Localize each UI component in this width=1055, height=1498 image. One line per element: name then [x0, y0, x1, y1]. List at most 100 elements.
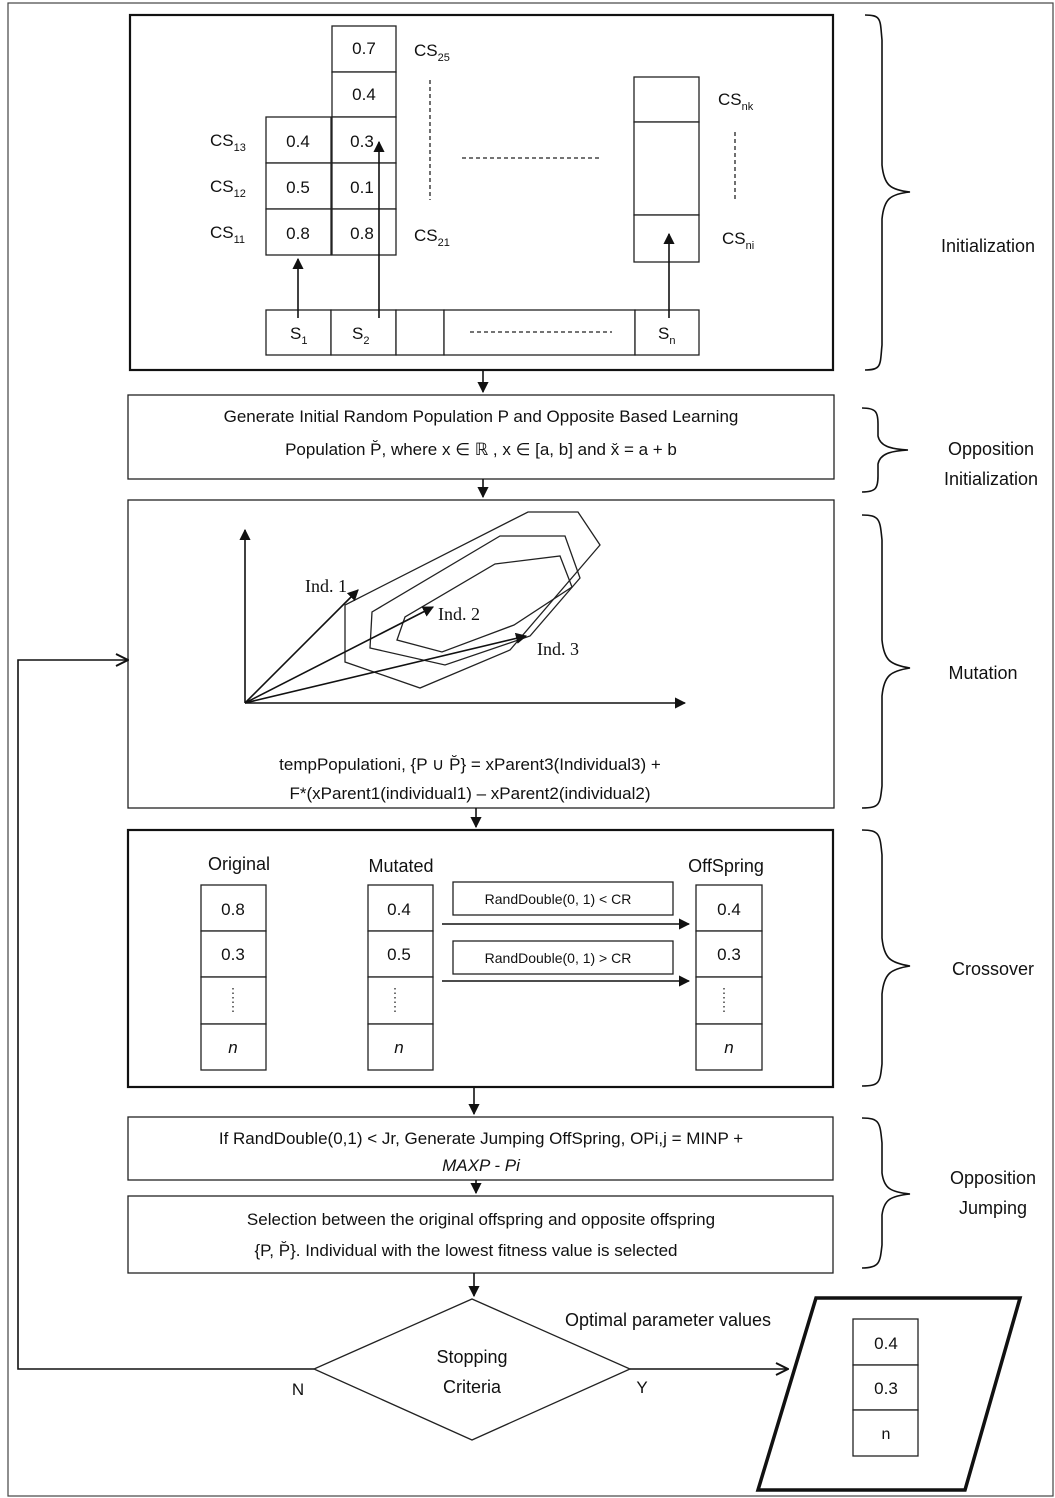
condition-box-lt	[452, 881, 674, 916]
offspring-value: 0.4	[717, 900, 741, 919]
original-value: n	[228, 1038, 237, 1057]
cs25-cell	[331, 25, 397, 73]
original-value: 0.3	[221, 945, 245, 964]
mutation-formula-line2: F*(xParent1(individual1) – xParent2(indi…	[290, 784, 651, 803]
mutated-value: n	[394, 1038, 403, 1057]
csnk-cell	[633, 76, 700, 123]
cs11-cell	[265, 208, 332, 256]
original-value: 0.8	[221, 900, 245, 919]
output-cell	[852, 1364, 919, 1411]
cs12-cell	[265, 162, 332, 210]
s2-cell	[330, 309, 397, 356]
cs23-cell	[331, 116, 397, 164]
cs13-value: 0.4	[286, 132, 310, 151]
selection-text-line2: {P, P̆}. Individual with the lowest fitn…	[254, 1241, 677, 1260]
initialization-label: Initialization	[941, 236, 1035, 256]
cs22-value: 0.1	[350, 178, 374, 197]
output-cell	[852, 1318, 919, 1366]
condition-gt-text: RandDouble(0, 1) > CR	[485, 950, 632, 966]
mutated-cell	[367, 1023, 434, 1071]
initialization-section: 0.4 0.5 0.8 CS13 CS12 CS11 0.7 0.4 0.3 0…	[128, 13, 1035, 372]
offspring-header: OffSpring	[688, 856, 764, 876]
original-header: Original	[208, 854, 270, 874]
jumping-label-line1: Opposition	[950, 1168, 1036, 1188]
cs23-value: 0.3	[350, 132, 374, 151]
cs21-cell	[331, 208, 397, 256]
mutated-header: Mutated	[368, 856, 433, 876]
decision-section: Stopping Criteria N Y	[17, 660, 788, 1441]
offspring-cell	[695, 930, 763, 978]
sn-cell	[634, 309, 700, 356]
ind1-label: Ind. 1	[305, 576, 347, 596]
opposition-init-box	[127, 394, 835, 480]
initialization-brace	[864, 14, 911, 371]
stream-empty-cell	[395, 309, 445, 356]
offspring-cell	[695, 1023, 763, 1071]
original-cell	[200, 1023, 267, 1071]
mutation-brace	[861, 514, 911, 809]
crossover-section: Original Mutated OffSpring 0.8 0.3 n 0.4…	[126, 828, 1034, 1089]
output-section: Optimal parameter values 0.4 0.3 n	[565, 1296, 1023, 1492]
csn-middle-cell	[633, 121, 700, 216]
opposition-init-brace	[861, 407, 909, 493]
opposition-jumping-section: If RandDouble(0,1) < Jr, Generate Jumpin…	[127, 1116, 1036, 1274]
output-cell	[852, 1409, 919, 1457]
offspring-cell	[695, 884, 763, 932]
csni-cell	[633, 214, 700, 263]
mutated-cell	[367, 884, 434, 932]
opposition-init-text-line2: Population P̆, where x ∈ ℝ , x ∈ [a, b] …	[285, 440, 677, 459]
stopping-criteria-line2: Criteria	[443, 1377, 502, 1397]
stopping-criteria-diamond	[312, 1298, 632, 1441]
selection-text-line1: Selection between the original offspring…	[247, 1210, 715, 1229]
mutated-value: 0.4	[387, 900, 411, 919]
mutated-cell	[367, 930, 434, 978]
no-loop-arrow	[17, 660, 314, 1370]
inner-contour	[396, 555, 573, 653]
condition-box-gt	[452, 940, 674, 975]
cs24-value: 0.4	[352, 85, 376, 104]
jumping-text-line1: If RandDouble(0,1) < Jr, Generate Jumpin…	[219, 1129, 743, 1148]
condition-lt-text: RandDouble(0, 1) < CR	[485, 891, 632, 907]
cs11-value: 0.8	[286, 224, 310, 243]
original-cell	[200, 930, 267, 978]
mutation-section: Ind. 1 Ind. 2 Ind. 3 tempPopulationi, {P…	[127, 499, 1018, 809]
opposition-init-text-line1: Generate Initial Random Population P and…	[224, 407, 739, 426]
ind2-label: Ind. 2	[438, 604, 480, 624]
stopping-criteria-line1: Stopping	[436, 1347, 507, 1367]
cs21-value: 0.8	[350, 224, 374, 243]
mutation-formula-line1: tempPopulationi, {P ∪ P̆} = xParent3(Ind…	[279, 755, 661, 774]
jumping-box	[127, 1116, 834, 1181]
mutation-label: Mutation	[948, 663, 1017, 683]
ind3-vector	[244, 632, 528, 704]
ind2-vector	[244, 606, 434, 704]
page-border	[7, 2, 1054, 1497]
offspring-value: n	[724, 1038, 733, 1057]
cs25-value: 0.7	[352, 39, 376, 58]
jumping-label-line2: Jumping	[959, 1198, 1027, 1218]
jumping-text-line2: MAXP - Pi	[442, 1156, 521, 1175]
middle-contour	[369, 535, 581, 666]
crossover-brace	[861, 829, 911, 1087]
cs12-value: 0.5	[286, 178, 310, 197]
yes-label: Y	[636, 1378, 647, 1397]
offspring-cell	[695, 976, 763, 1025]
no-label: N	[292, 1380, 304, 1399]
opposition-init-label-line1: Opposition	[948, 439, 1034, 459]
opposition-init-label-line2: Initialization	[944, 469, 1038, 489]
output-value: n	[882, 1426, 891, 1443]
outer-contour	[344, 511, 601, 689]
crossover-label: Crossover	[952, 959, 1034, 979]
jumping-brace	[861, 1117, 911, 1269]
ind1-vector	[244, 589, 359, 704]
output-value: 0.4	[874, 1334, 898, 1353]
optimal-values-title: Optimal parameter values	[565, 1310, 771, 1330]
offspring-value: 0.3	[717, 945, 741, 964]
opposition-initialization-section: Generate Initial Random Population P and…	[127, 394, 1038, 493]
selection-box	[127, 1195, 834, 1274]
ind3-label: Ind. 3	[537, 639, 579, 659]
original-cell	[200, 976, 267, 1025]
mutated-value: 0.5	[387, 945, 411, 964]
cs24-cell	[331, 71, 397, 118]
mutated-cell	[367, 976, 434, 1025]
